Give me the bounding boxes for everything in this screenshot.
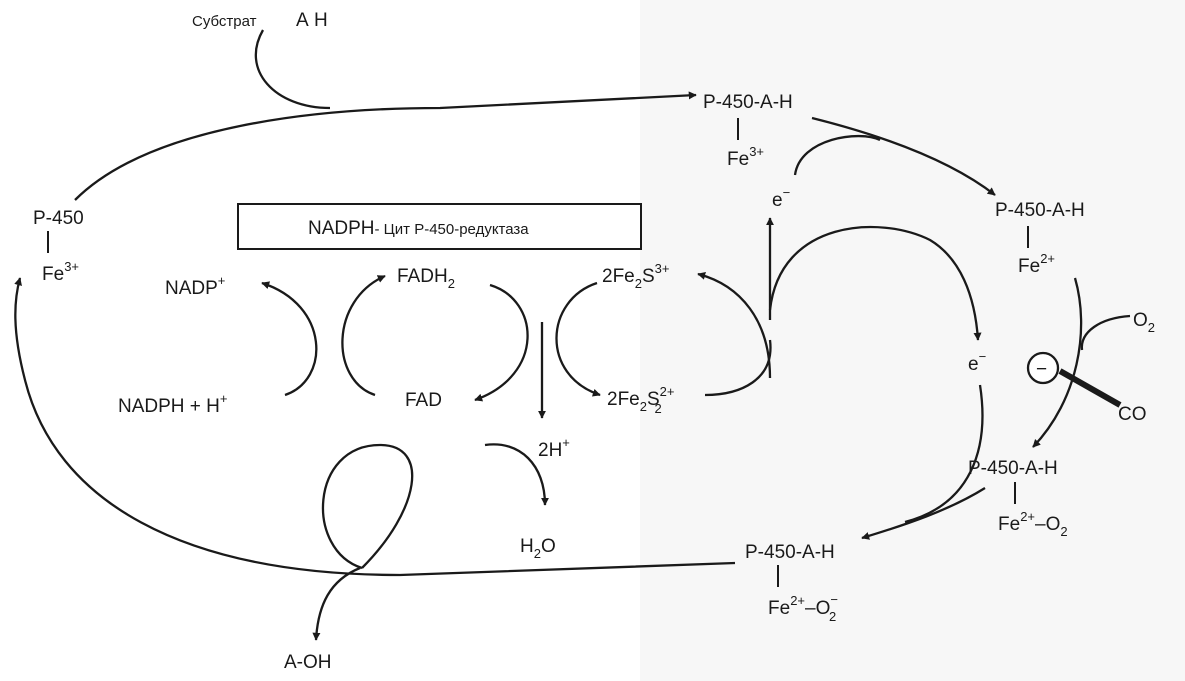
- substrate-formula: А Н: [296, 10, 328, 31]
- p450ah-fe2o2-name: P-450-A-H: [968, 458, 1058, 479]
- p450-fe3-ion: Fe3+: [42, 259, 79, 285]
- fe2s-reduction-arrow: [555, 281, 601, 397]
- water-label: H2O: [520, 536, 556, 561]
- water-formation-loop: [321, 443, 414, 570]
- proton-to-water-arrow: [484, 443, 549, 506]
- substrate-entry-arrow: [254, 29, 331, 110]
- co-label: CO: [1118, 404, 1147, 425]
- fe2s-oxidized-label: 2Fe2S3+: [602, 261, 670, 291]
- nadph-oxidation-arrow: [261, 281, 318, 397]
- second-reduction-arrow: [861, 487, 986, 540]
- nadph-label: NADPH + H+: [118, 391, 227, 417]
- fadh2-label: FADH2: [397, 266, 455, 291]
- product-label: А-OH: [284, 652, 332, 673]
- first-reduction-arrow: [811, 116, 996, 196]
- product-output-arrow: [312, 566, 361, 641]
- oxygen-entry-curve: [1080, 314, 1131, 351]
- first-electron-entry: [793, 134, 881, 176]
- second-electron-supply-arrow: [768, 225, 982, 341]
- fe2s-return-curve: [704, 339, 772, 397]
- nadp-label: NADP+: [165, 273, 225, 299]
- electron-top-label: e−: [772, 185, 790, 211]
- enzyme-box-label: NADPH- Цит Р-450-редуктаза: [308, 218, 529, 239]
- inhibition-circle: [1026, 351, 1060, 385]
- protons-label: 2H+: [538, 435, 570, 461]
- p450ah-fe2o2minus-ion: Fe2+–O−2: [768, 592, 838, 624]
- p450ah-fe2-name: P-450-A-H: [995, 200, 1085, 221]
- fad-reduction-arrow: [341, 274, 386, 397]
- p450ah-fe3-ion: Fe3+: [727, 144, 764, 170]
- p450ah-fe2o2minus-name: P-450-A-H: [745, 542, 835, 563]
- product-release-arrow: [14, 277, 736, 577]
- oxygen-label: O2: [1133, 310, 1155, 335]
- p450-fe3-name: P-450: [33, 208, 84, 229]
- p450ah-fe2-ion: Fe2+: [1018, 251, 1055, 277]
- co-inhibition-bar: [1058, 368, 1122, 408]
- second-electron-path: [904, 384, 984, 524]
- substrate-label: Субстрат: [192, 13, 257, 30]
- p450ah-fe3-name: P-450-A-H: [703, 92, 793, 113]
- substrate-binding-arrow: [74, 91, 697, 201]
- electron-right-label: e−: [968, 349, 986, 375]
- oxygen-binding-arrow: [1032, 277, 1083, 448]
- inhibition-sign: −: [1036, 359, 1047, 380]
- fad-label: FAD: [405, 390, 442, 411]
- enzyme-box: [237, 203, 642, 250]
- p450ah-fe2o2-ion: Fe2+–O2: [998, 509, 1068, 539]
- scan-shade: [640, 0, 1185, 681]
- fe2s-reduced-label: 2Fe2S2+2: [607, 384, 675, 416]
- fadh2-oxidation-arrow: [474, 283, 529, 402]
